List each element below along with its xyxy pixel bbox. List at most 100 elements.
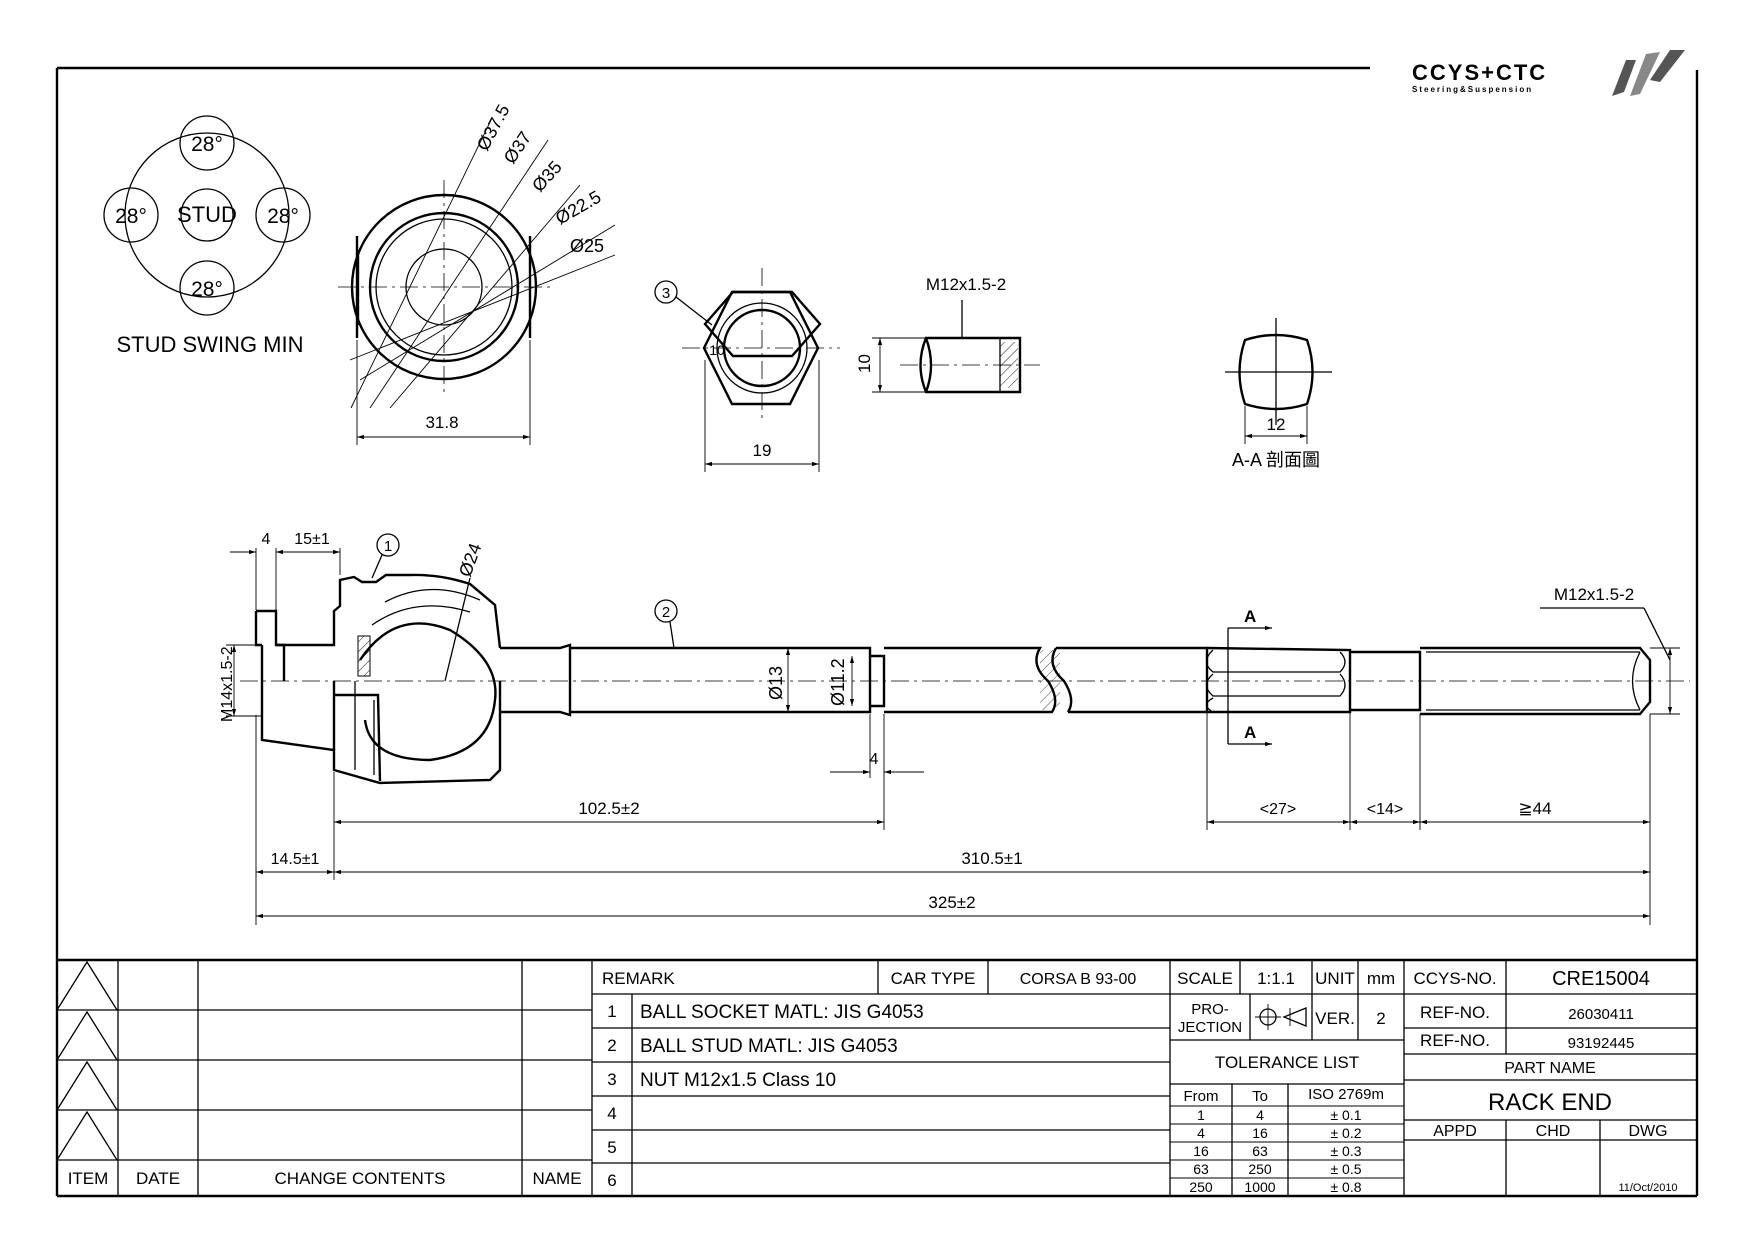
unit-label: UNIT: [1315, 969, 1355, 988]
dia-22-5: Ø22.5: [552, 187, 604, 229]
ver-value: 2: [1376, 1009, 1385, 1028]
ref-no-value-2: 93192445: [1568, 1035, 1635, 1052]
remark-no: 2: [607, 1036, 616, 1055]
dim-m14: M14x1.5-2: [219, 646, 236, 722]
projection-label-2: JECTION: [1178, 1019, 1242, 1036]
dia-37: Ø37: [500, 128, 536, 167]
socket-end-view: Ø37.5 Ø37 Ø35 Ø22.5 Ø25 31.8: [338, 101, 616, 445]
dim-14-5: 14.5±1: [271, 851, 320, 868]
drawing-label: ± 0.1: [1330, 1107, 1361, 1123]
scale-label: SCALE: [1177, 969, 1233, 988]
drawing-label: 16: [1252, 1125, 1268, 1141]
dwg-label: DWG: [1628, 1123, 1667, 1140]
dim-31-8: 31.8: [425, 413, 458, 432]
rev-header-date: DATE: [136, 1169, 180, 1188]
tolerance-title: TOLERANCE LIST: [1215, 1053, 1359, 1072]
car-type-label: CAR TYPE: [891, 969, 976, 988]
dim-14: <14>: [1367, 801, 1403, 818]
remark-text: NUT M12x1.5 Class 10: [640, 1070, 836, 1091]
projection-symbol-icon: [1255, 1004, 1307, 1030]
swing-angle-bottom: 28°: [191, 278, 223, 301]
balloon-3: 3: [662, 285, 670, 302]
dia-35: Ø35: [528, 157, 566, 196]
swing-angle-left: 28°: [115, 205, 147, 228]
drawing-label: 1: [1197, 1107, 1205, 1123]
title-block: ITEM DATE CHANGE CONTENTS NAME REMARK CA…: [56, 958, 1697, 1196]
remark-no: 4: [607, 1104, 616, 1123]
ref-no-label-1: REF-NO.: [1420, 1003, 1490, 1022]
projection-label-1: PRO-: [1191, 1001, 1229, 1018]
remark-no: 6: [607, 1171, 616, 1190]
swing-angle-right: 28°: [267, 205, 299, 228]
part-name-label: PART NAME: [1504, 1060, 1596, 1077]
remark-title: REMARK: [602, 969, 675, 988]
drawing-label: ± 0.2: [1330, 1125, 1361, 1141]
stud-swing-diagram: STUD 28° 28° 28° 28° STUD SWING MIN: [103, 115, 311, 357]
brand-logo: CCYS+CTC Steering&Suspension: [1412, 50, 1685, 96]
stud-swing-caption: STUD SWING MIN: [117, 332, 304, 357]
scale-value: 1:1.1: [1257, 969, 1295, 988]
nut-view: 3 10 19: [654, 268, 840, 472]
swing-angle-top: 28°: [191, 133, 223, 156]
unit-value: mm: [1367, 969, 1395, 988]
ccys-no-value: CRE15004: [1552, 968, 1650, 990]
dia-25: Ø25: [570, 236, 604, 256]
section-mark-bottom: A: [1244, 723, 1256, 742]
remark-text: BALL STUD MATL: JIS G4053: [640, 1036, 898, 1057]
dim-shaft-13: Ø13: [766, 666, 786, 700]
chd-label: CHD: [1536, 1123, 1571, 1140]
rev-header-name: NAME: [532, 1169, 581, 1188]
section-a-a-view: 12 A-A 剖面圖: [1225, 318, 1332, 470]
dim-102-5: 102.5±2: [578, 799, 639, 818]
dim-10: 10: [855, 354, 874, 373]
dim-ball-dia: Ø24: [455, 541, 485, 580]
dim-head-4: 4: [262, 531, 271, 548]
tolerance-rows: 1 4 ± 0.1 4 16 ± 0.2 16 63 ± 0.3 63 250 …: [1189, 1107, 1361, 1195]
balloon-1: 1: [384, 538, 392, 555]
remark-no: 5: [607, 1138, 616, 1157]
ccys-no-label: CCYS-NO.: [1413, 969, 1496, 988]
drawing-label: 16: [1193, 1143, 1209, 1159]
dim-m12-right: M12x1.5-2: [1554, 585, 1634, 604]
remark-rows: 1 BALL SOCKET MATL: JIS G4053 2 BALL STU…: [607, 1002, 923, 1190]
drawing-label: ± 0.3: [1330, 1143, 1361, 1159]
dim-19: 19: [753, 441, 772, 460]
tol-header-iso: ISO 2769m: [1308, 1086, 1384, 1103]
dim-12: 12: [1267, 415, 1286, 434]
drawing-label: 250: [1248, 1161, 1272, 1177]
drawing-label: 4: [1256, 1107, 1264, 1123]
ref-no-label-2: REF-NO.: [1420, 1031, 1490, 1050]
ref-no-value-1: 26030411: [1568, 1006, 1634, 1023]
tol-header-to: To: [1252, 1088, 1268, 1105]
section-mark-top: A: [1244, 607, 1256, 626]
dim-27: <27>: [1260, 801, 1296, 818]
main-assembly-view: A A 1 2 Ø24 4 15±1 M14x1.5-2 Ø13 Ø11.2: [219, 531, 1690, 925]
drawing-label: 63: [1252, 1143, 1268, 1159]
stud-label: STUD: [177, 202, 237, 227]
appd-label: APPD: [1433, 1123, 1477, 1140]
ver-label: VER.: [1315, 1009, 1355, 1028]
rev-header-item: ITEM: [68, 1169, 109, 1188]
thread-spec: M12x1.5-2: [926, 275, 1006, 294]
dim-shaft-11-2: Ø11.2: [828, 658, 848, 706]
car-type-value: CORSA B 93-00: [1020, 971, 1137, 988]
tol-header-from: From: [1184, 1088, 1219, 1105]
dim-44: ≧44: [1518, 799, 1551, 818]
section-caption: A-A 剖面圖: [1232, 450, 1320, 470]
drawing-label: 1000: [1244, 1179, 1275, 1195]
dim-310-5: 310.5±1: [961, 849, 1022, 868]
balloon-2: 2: [662, 604, 670, 621]
dim-neck-15: 15±1: [294, 531, 330, 548]
remark-no: 1: [607, 1002, 616, 1021]
remark-text: BALL SOCKET MATL: JIS G4053: [640, 1002, 924, 1023]
drawing-label: 4: [1197, 1125, 1205, 1141]
drawing-label: Steering&Suspension: [1412, 85, 1533, 94]
drawing-label: ± 0.8: [1330, 1179, 1361, 1195]
thread-side-view: M12x1.5-2 10: [855, 275, 1040, 394]
drawing-label: CCYS+CTC: [1412, 60, 1547, 85]
nut-inner-dim: 10: [709, 342, 725, 358]
drawing-label: ± 0.5: [1330, 1161, 1361, 1177]
remark-no: 3: [607, 1070, 616, 1089]
drawing-label: 250: [1189, 1179, 1213, 1195]
